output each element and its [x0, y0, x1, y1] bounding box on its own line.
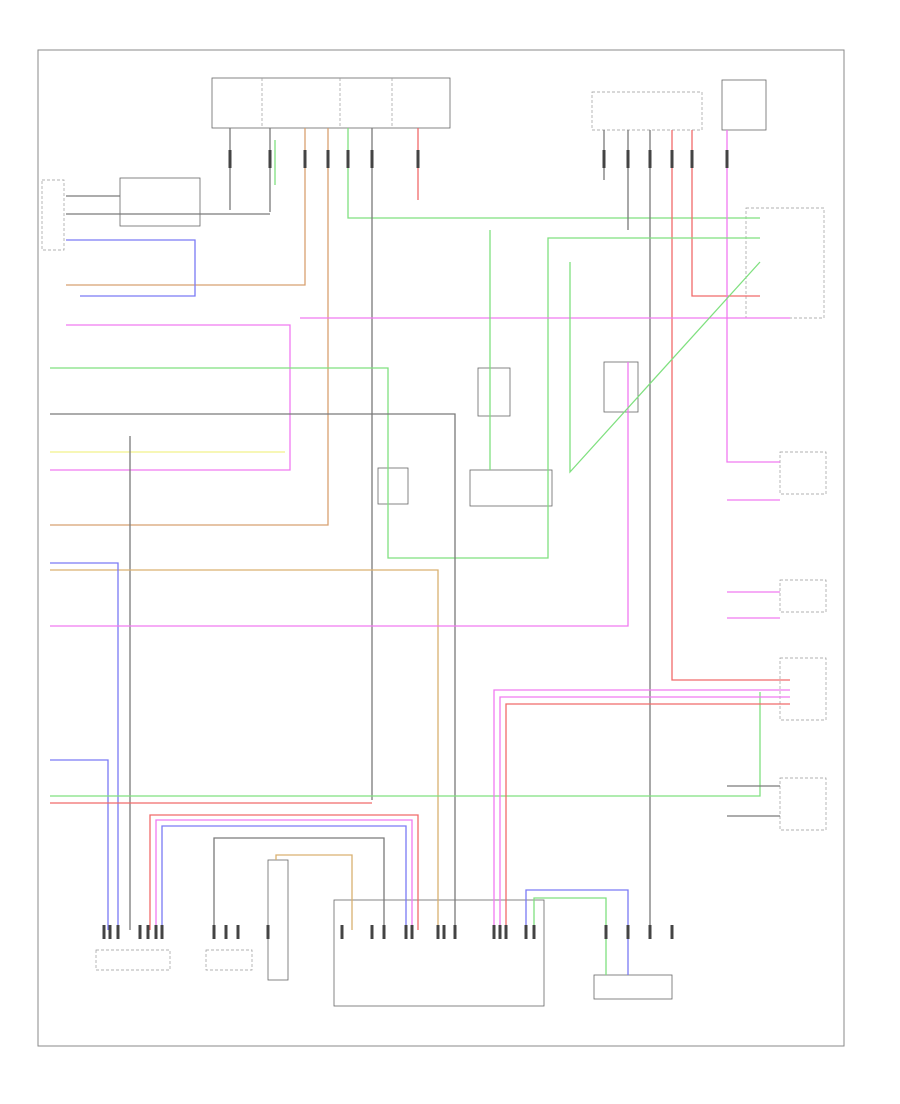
connector-pin [626, 925, 630, 939]
connector-pin [602, 150, 606, 168]
wire-pink-bundle [155, 819, 413, 930]
wire-pink-lr2 [499, 696, 790, 930]
connector-pin [108, 925, 112, 939]
wire-pink-right [726, 130, 780, 463]
connector-pin [268, 150, 272, 168]
connector-pin [266, 925, 270, 939]
connector-pin [670, 150, 674, 168]
wire-blue-lr [525, 889, 629, 975]
connector-pin [340, 925, 344, 939]
wire-green-low [50, 692, 761, 797]
wire-green-mid [50, 237, 760, 559]
wire-red-lr [505, 703, 790, 930]
connector-pin [404, 925, 408, 939]
connector-pin [524, 925, 528, 939]
wire-pink-mid [50, 362, 629, 627]
wire-blue-bundle [161, 825, 407, 930]
wire-tan [50, 569, 439, 930]
connector-pin [370, 925, 374, 939]
connector-pin [648, 925, 652, 939]
right-switch-boxes [745, 207, 827, 831]
connector-pin [670, 925, 674, 939]
connector-pin [116, 925, 120, 939]
wire-green-v2 [569, 261, 761, 474]
connector-pin [224, 925, 228, 939]
diagram-border [37, 49, 845, 1047]
wire-orange-left [66, 128, 306, 286]
connector-pin [303, 150, 307, 168]
wire-harness [50, 128, 790, 975]
wire-red-right [671, 130, 790, 681]
connector-pin [410, 925, 414, 939]
connector-pin [236, 925, 240, 939]
top-fuse-box [211, 77, 451, 129]
connector-pin [626, 150, 630, 168]
connector-pin [690, 150, 694, 168]
connector-pin [436, 925, 440, 939]
connector-pin [725, 150, 729, 168]
connector-pin [442, 925, 446, 939]
wire-red-bundle [149, 814, 419, 930]
connector-pin [326, 150, 330, 168]
wire-gray-bundle [213, 837, 385, 930]
connector-pin [102, 925, 106, 939]
wire-green-lr [533, 897, 607, 975]
bottom-connectors [95, 859, 673, 1007]
wire-gray-long [50, 413, 456, 930]
wire-blue-v2 [50, 759, 109, 930]
connector-pin [604, 925, 608, 939]
connector-pin [154, 925, 158, 939]
top-right-ecu [591, 79, 767, 131]
connector-pin [146, 925, 150, 939]
connector-pin [492, 925, 496, 939]
wire-pink-left [50, 324, 291, 471]
connector-pin [346, 150, 350, 168]
connector-pin [453, 925, 457, 939]
wire-tan-small [275, 854, 353, 930]
connector-pin [648, 150, 652, 168]
terminal-pins [102, 150, 729, 939]
connector-pin [416, 150, 420, 168]
wire-blue-left [66, 239, 196, 297]
connector-pin [504, 925, 508, 939]
connector-pin [532, 925, 536, 939]
connector-pin [212, 925, 216, 939]
wire-blue-v [50, 562, 119, 930]
wire-pink-lr1 [493, 689, 790, 930]
wire-orange-lower [50, 128, 329, 526]
connector-pin [228, 150, 232, 168]
wire-red-upper [691, 130, 760, 297]
connector-pin [138, 925, 142, 939]
wire-green-top [347, 128, 760, 219]
connector-pin [382, 925, 386, 939]
connector-pin [370, 150, 374, 168]
connector-pin [498, 925, 502, 939]
connector-pin [160, 925, 164, 939]
middle-components [377, 361, 639, 507]
left-junction-block [41, 177, 201, 251]
